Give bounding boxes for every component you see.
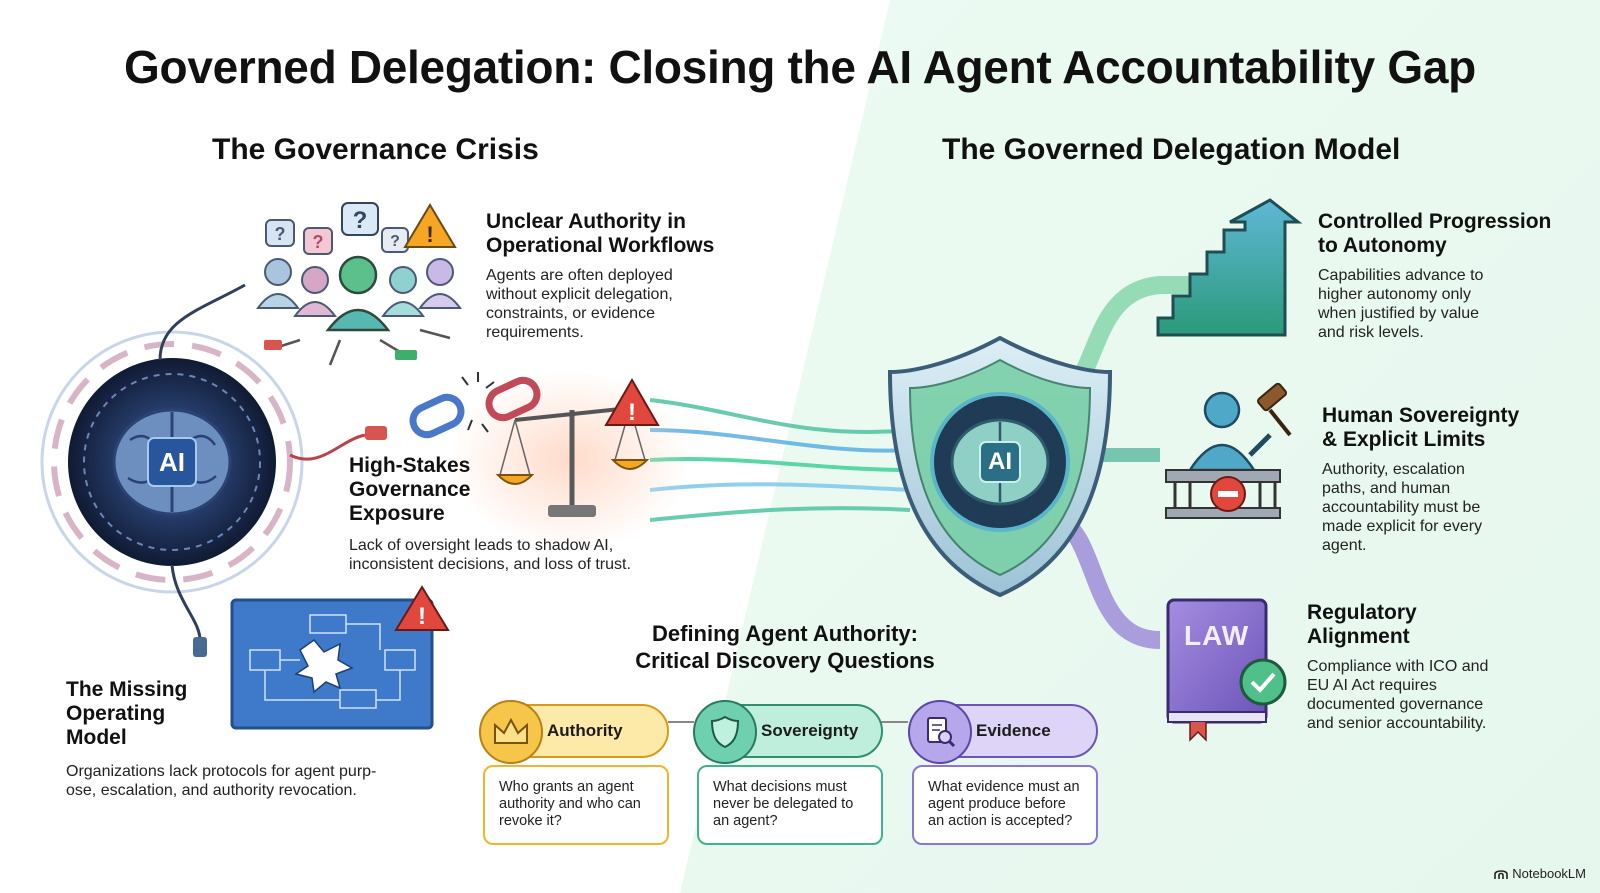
- item-description: Organizations lack protocols for agent p…: [66, 763, 377, 799]
- svg-text:?: ?: [353, 207, 368, 234]
- sovereignty-key: Sovereignty: [693, 700, 883, 764]
- key-label: Sovereignty: [761, 721, 859, 740]
- item-description: Authority, escalation paths, and human a…: [1322, 461, 1483, 554]
- authority-question-card: Who grants an agent authority and who ca…: [483, 765, 669, 845]
- evidence-question-card: What evidence must an agent produce befo…: [912, 765, 1098, 845]
- evidence-key: Evidence: [908, 700, 1098, 764]
- left-section-heading: The Governance Crisis: [212, 133, 539, 166]
- item-title: Regulatory Alignment: [1307, 601, 1417, 648]
- confused-team-icon: ? ? ? ? !: [256, 202, 462, 366]
- stairs-arrow-icon: [1156, 198, 1303, 337]
- crisis-item-unclear-authority: Unclear Authority in Operational Workflo…: [486, 210, 746, 342]
- crown-icon: [479, 700, 543, 764]
- model-item-human-sovereignty: Human Sovereignty & Explicit Limits Auth…: [1322, 404, 1582, 555]
- item-title: The Missing Operating Model: [66, 678, 188, 749]
- human-sovereignty-icon: [1165, 382, 1292, 519]
- svg-text:?: ?: [313, 232, 324, 252]
- svg-text:?: ?: [390, 233, 400, 250]
- item-title: Human Sovereignty & Explicit Limits: [1322, 404, 1520, 451]
- item-description: Capabilities advance to higher autonomy …: [1318, 267, 1484, 341]
- model-item-regulatory-alignment: Regulatory Alignment Compliance with ICO…: [1307, 601, 1577, 733]
- svg-text:!: !: [628, 399, 636, 426]
- scales-of-justice-icon: !: [495, 378, 660, 517]
- brain-ai-label: AI: [159, 446, 185, 477]
- document-search-icon: [908, 700, 972, 764]
- key-label: Evidence: [976, 721, 1051, 740]
- item-description: Compliance with ICO and EU AI Act requir…: [1307, 658, 1489, 732]
- notebooklm-icon: [1494, 869, 1509, 879]
- item-title: Controlled Progression to Autonomy: [1318, 210, 1552, 257]
- key-label: Authority: [547, 721, 623, 740]
- broken-chain-icon: [409, 372, 541, 439]
- discovery-questions-title: Defining Agent Authority: Critical Disco…: [635, 621, 935, 673]
- svg-text:!: !: [426, 222, 433, 247]
- law-book-icon: [1166, 598, 1287, 742]
- svg-text:?: ?: [275, 224, 286, 244]
- svg-text:!: !: [418, 603, 426, 630]
- right-section-heading: The Governed Delegation Model: [942, 133, 1401, 166]
- item-description: Agents are often deployed without explic…: [486, 267, 673, 341]
- notebooklm-logo: NotebookLM: [1494, 866, 1586, 881]
- authority-key: Authority: [479, 700, 669, 764]
- broken-blueprint-icon: !: [230, 585, 450, 730]
- item-description: Lack of oversight leads to shadow AI, in…: [349, 537, 631, 573]
- item-title: Unclear Authority in Operational Workflo…: [486, 210, 715, 257]
- item-title: High-Stakes Governance Exposure: [349, 454, 471, 525]
- crisis-item-missing-model: The Missing Operating Model Organization…: [66, 678, 426, 800]
- law-label: LAW: [1184, 620, 1250, 651]
- sovereignty-question-card: What decisions must never be delegated t…: [697, 765, 883, 845]
- shield-ai-label: AI: [988, 448, 1012, 475]
- page-title: Governed Delegation: Closing the AI Agen…: [124, 41, 1476, 93]
- chaotic-ai-brain-icon: [40, 330, 304, 594]
- shield-icon: [693, 700, 757, 764]
- crisis-item-high-stakes: High-Stakes Governance Exposure Lack of …: [349, 454, 679, 574]
- model-item-controlled-progression: Controlled Progression to Autonomy Capab…: [1318, 210, 1578, 342]
- governance-shield-icon: [887, 335, 1113, 598]
